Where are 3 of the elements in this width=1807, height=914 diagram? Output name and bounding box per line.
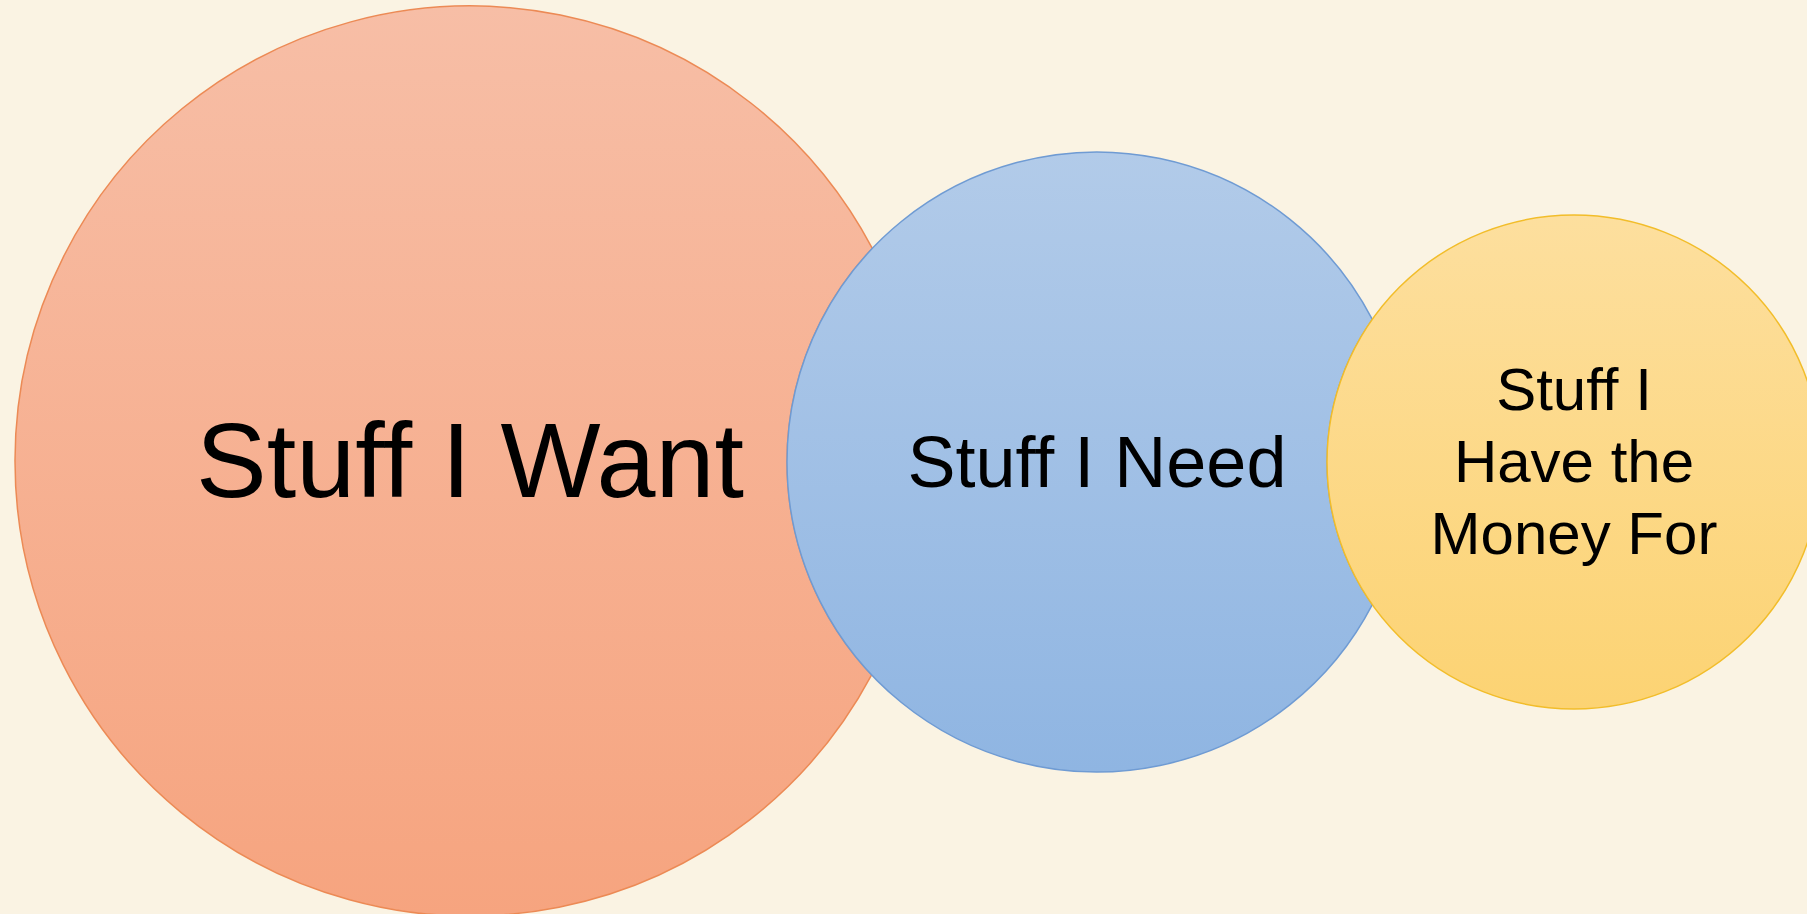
- circle-label: Stuff I Want: [196, 400, 744, 522]
- circle-label: Stuff I Have the Money For: [1429, 355, 1719, 569]
- circle-label: Stuff I Need: [907, 420, 1287, 504]
